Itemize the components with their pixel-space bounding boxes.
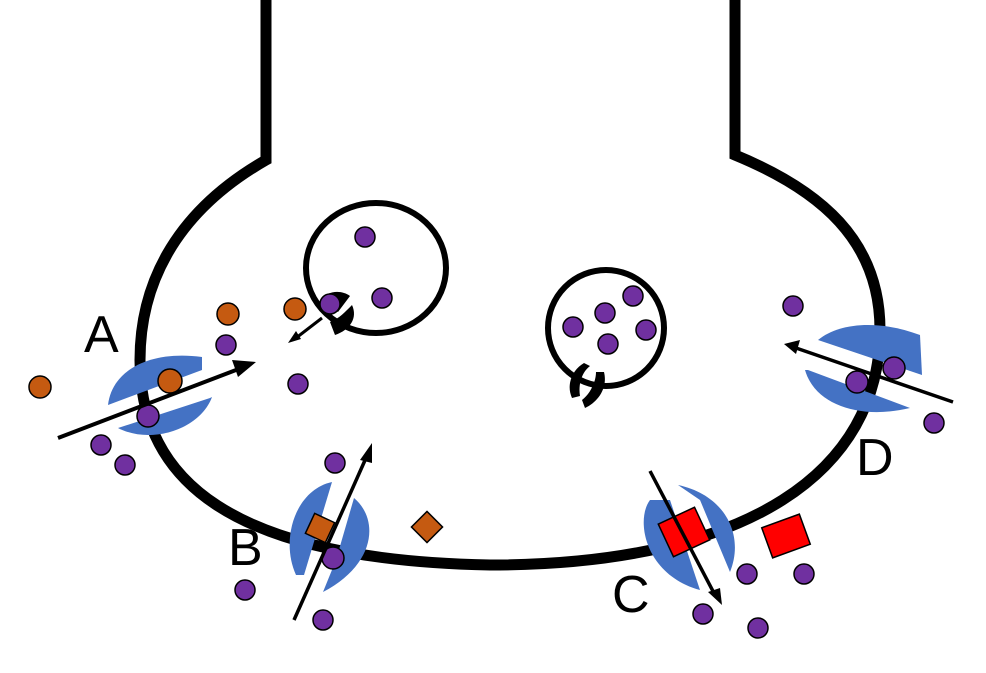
vesicle-right [545, 267, 667, 408]
label-d: D [856, 429, 894, 487]
transporter-a: A [28, 302, 309, 476]
vesicle-left [283, 200, 449, 343]
arrow-d [795, 346, 954, 404]
vesicle-right-channel-icon [569, 363, 605, 408]
transporter-b: B [228, 443, 444, 631]
label-b: B [228, 519, 263, 577]
transporter-c: C [612, 470, 815, 639]
arrow-b [292, 457, 368, 621]
label-c: C [612, 566, 650, 624]
label-a: A [84, 306, 119, 364]
transporter-d: D [782, 295, 954, 487]
terminal-membrane [134, 0, 886, 571]
arrow-c [648, 470, 717, 596]
arrow-a [57, 368, 237, 440]
